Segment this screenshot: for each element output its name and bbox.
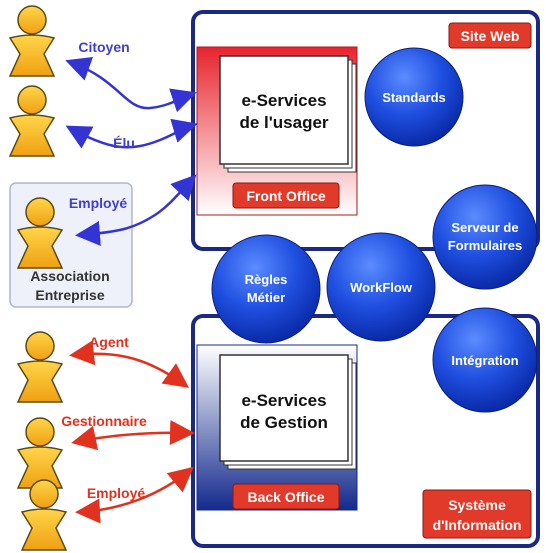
- circle-workflow: WorkFlow: [326, 232, 436, 342]
- back-office-tag: Back Office: [247, 489, 324, 505]
- back-office-box: e-Services de Gestion Back Office: [196, 344, 358, 511]
- circle-standards-label: Standards: [382, 90, 446, 105]
- front-card-line2: de l'usager: [239, 113, 328, 132]
- back-card-line1: e-Services: [241, 391, 326, 410]
- employe-bottom-label: Employé: [87, 485, 146, 501]
- elu-person-icon: [9, 85, 55, 157]
- agent-person-icon: [17, 331, 63, 403]
- site-web-label: Site Web: [461, 28, 520, 44]
- circle-integration: Intégration: [432, 307, 538, 413]
- citoyen-arrow: [65, 57, 197, 113]
- front-office-tag: Front Office: [246, 188, 326, 204]
- entreprise-label: Entreprise: [35, 287, 104, 303]
- circle-serveur-label-1: Serveur de: [451, 220, 518, 235]
- gestionnaire-arrow: [71, 420, 195, 451]
- circle-serveur-formulaires: Serveur de Formulaires: [432, 184, 538, 290]
- circle-regles-label-2: Métier: [247, 290, 285, 305]
- citoyen-label: Citoyen: [78, 39, 129, 55]
- gestionnaire-person-icon: [17, 417, 63, 489]
- gestionnaire-label: Gestionnaire: [61, 413, 147, 429]
- agent-label: Agent: [89, 334, 129, 350]
- circle-workflow-label: WorkFlow: [350, 280, 413, 295]
- front-card-line1: e-Services: [241, 91, 326, 110]
- employe-bottom-person-icon: [21, 479, 67, 551]
- elu-label: Élu: [113, 135, 135, 151]
- association-label: Association: [30, 268, 109, 284]
- elu-arrow: [65, 118, 198, 149]
- circle-regles-metier: Règles Métier: [211, 234, 321, 344]
- employe-top-label: Employé: [69, 195, 128, 211]
- back-card-line2: de Gestion: [240, 413, 328, 432]
- systeme-label-2: d'Information: [433, 517, 522, 533]
- circle-integration-label: Intégration: [451, 353, 518, 368]
- systeme-label-1: Système: [448, 497, 506, 513]
- circle-serveur-label-2: Formulaires: [448, 238, 522, 253]
- circle-standards: Standards: [364, 47, 464, 147]
- citoyen-person-icon: [9, 5, 55, 77]
- agent-arrow: [69, 340, 190, 388]
- employe-arrow: [75, 174, 197, 246]
- front-office-box: e-Services de l'usager Front Office: [196, 46, 358, 216]
- employe-bottom-arrow: [75, 466, 194, 524]
- circle-regles-label-1: Règles: [245, 272, 288, 287]
